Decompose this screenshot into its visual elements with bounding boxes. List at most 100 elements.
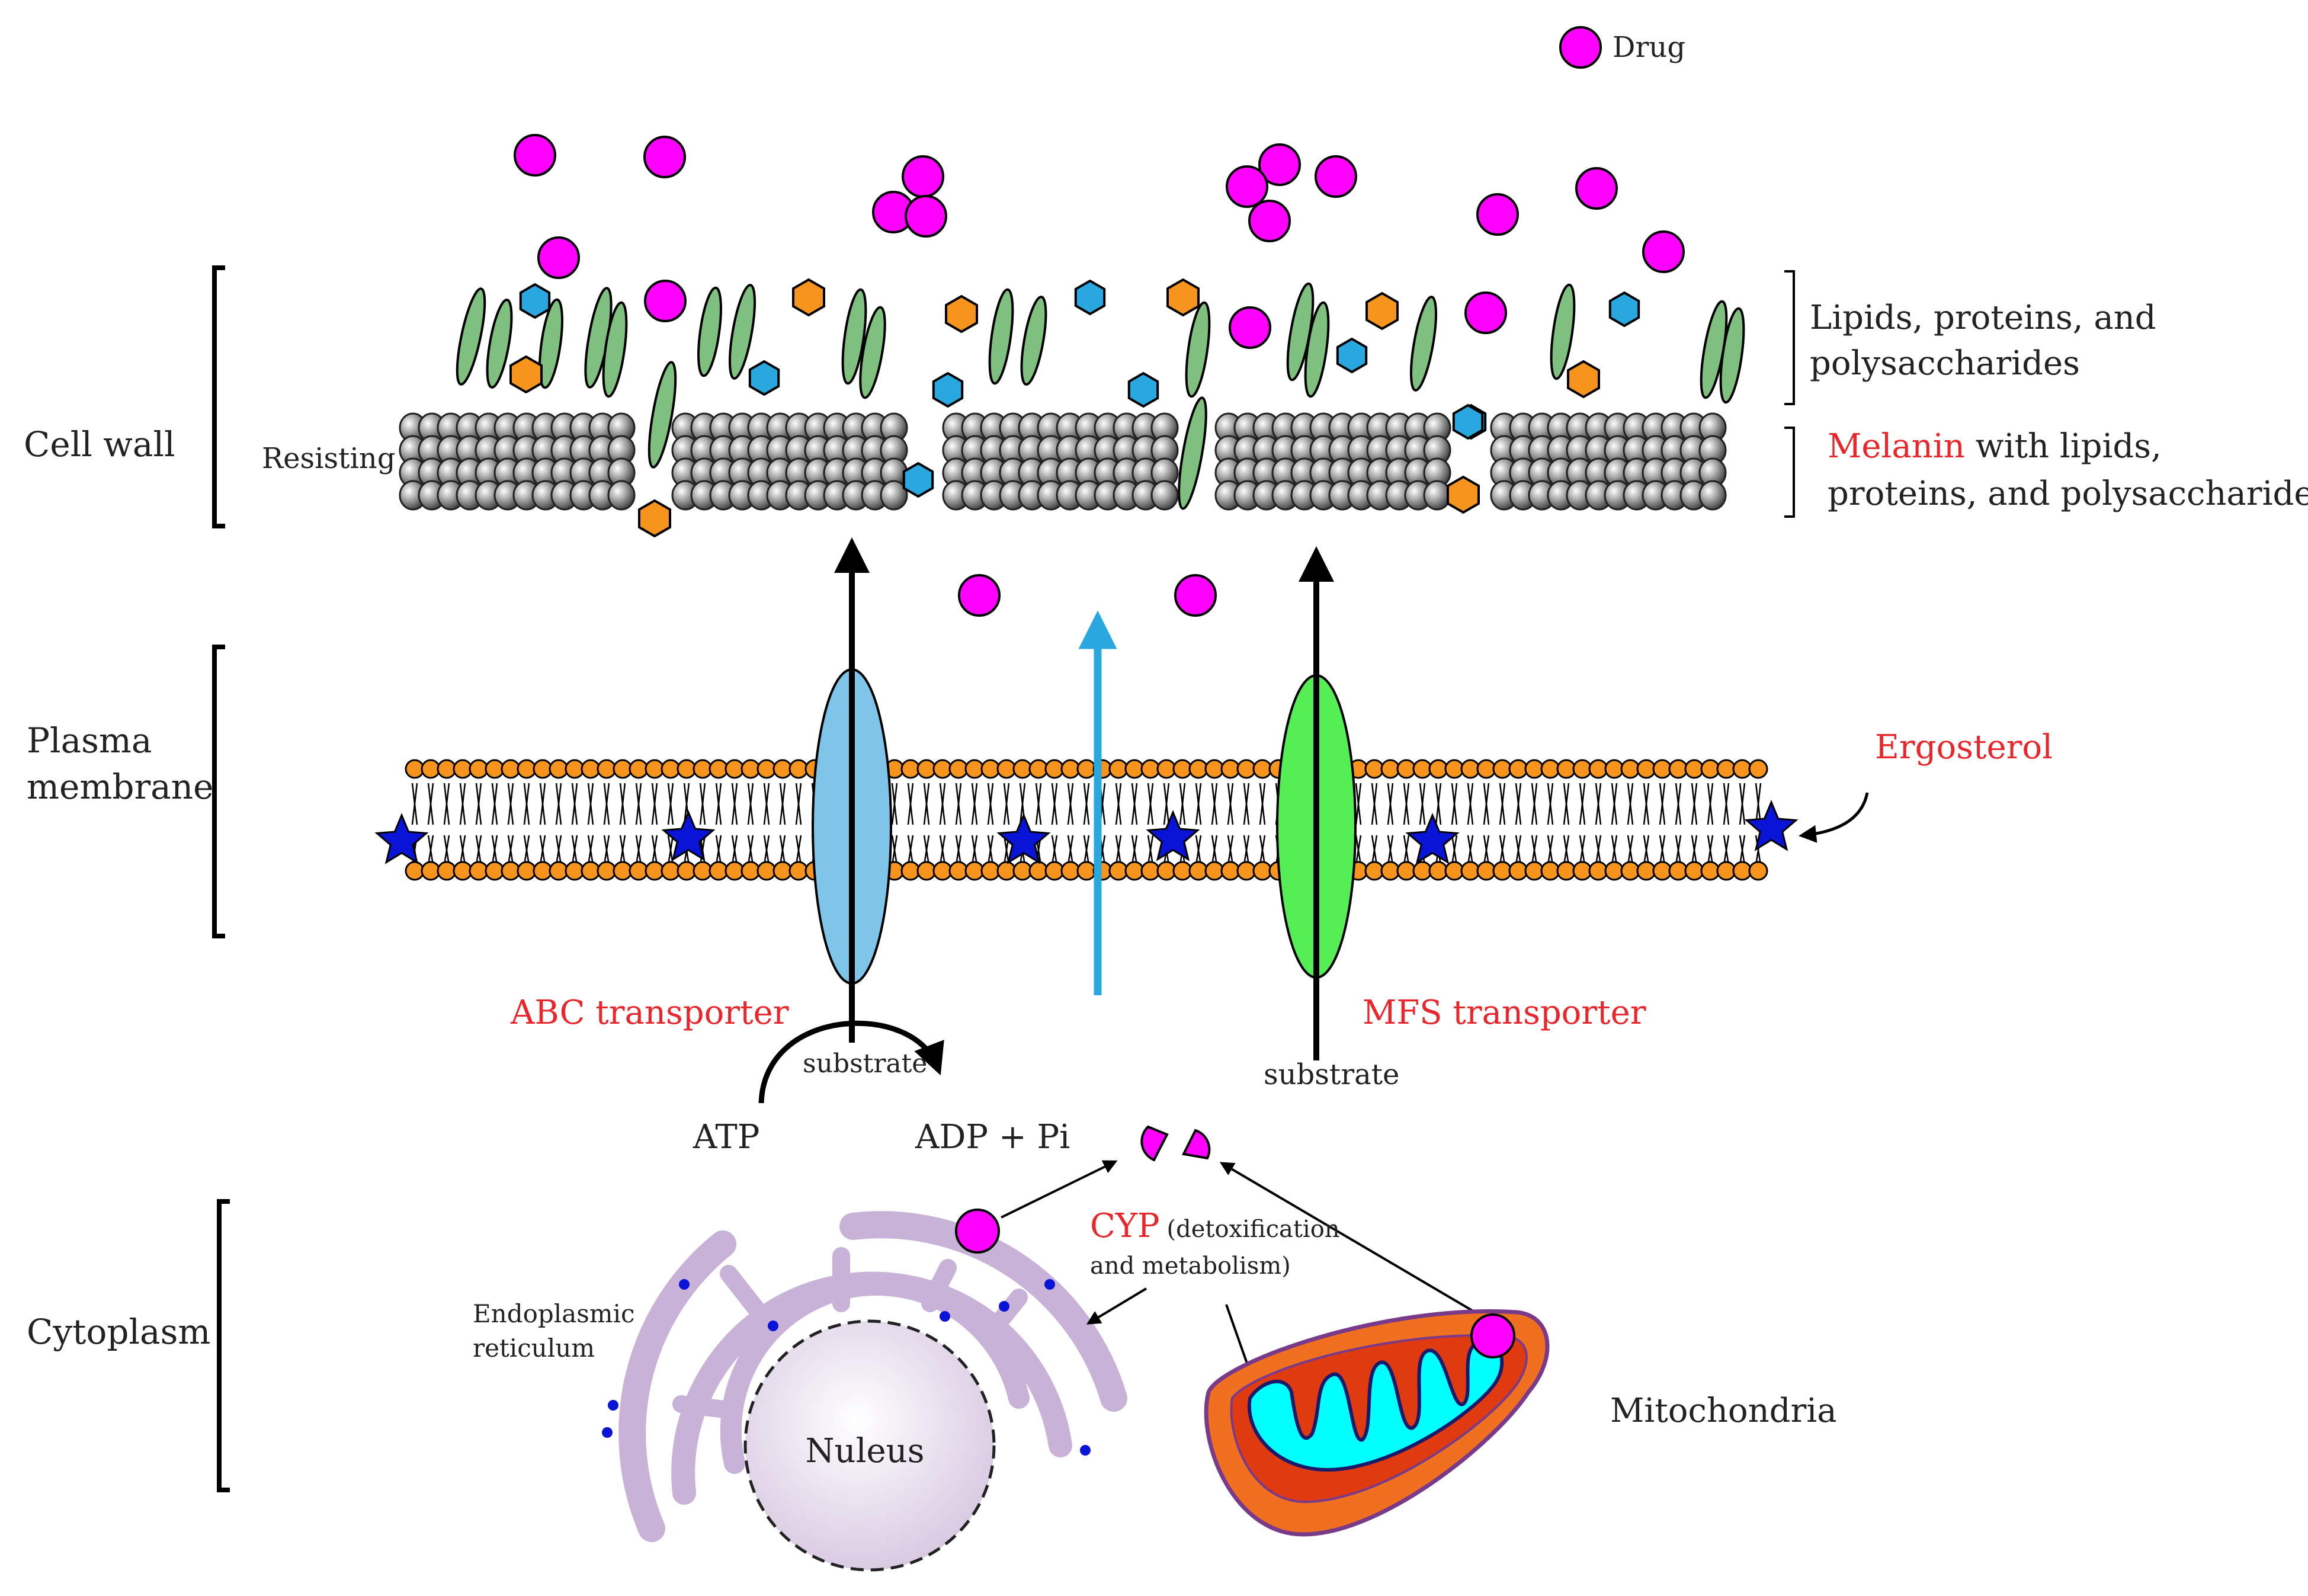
drug-molecule-8 xyxy=(1248,200,1291,242)
lipid-tail xyxy=(1451,835,1458,866)
cyp-to-er-arrow xyxy=(1086,1287,1147,1325)
cyp-word: CYP xyxy=(1090,1207,1160,1245)
lipid-tail xyxy=(891,835,898,866)
melanin-block-2 xyxy=(671,412,908,511)
atp-label: ATP xyxy=(693,1118,759,1156)
blue-wall-protein-10 xyxy=(1452,403,1484,440)
er-connector-1 xyxy=(720,1265,770,1324)
lipid-tail xyxy=(1003,783,1010,825)
lipid-tail xyxy=(1627,835,1634,866)
mfs-substrate-label: substrate xyxy=(1264,1058,1399,1091)
fibril-13 xyxy=(1178,396,1207,510)
outer-layer-label-line2: polysaccharides xyxy=(1810,344,2080,383)
cytoplasm-bracket xyxy=(217,1199,230,1492)
lipid-tail xyxy=(1499,835,1506,866)
lipid-tail xyxy=(1035,783,1042,825)
mitochondrion xyxy=(1204,1309,1550,1537)
lipid-tail xyxy=(1595,783,1602,825)
lipid-tail xyxy=(987,783,994,825)
lipid-tail xyxy=(619,835,626,866)
lipid-tail xyxy=(731,783,738,825)
lipid-tail xyxy=(1051,783,1058,825)
legend-drug-label: Drug xyxy=(1613,31,1685,64)
lipid-tail xyxy=(1355,835,1362,866)
drug-molecule-6 xyxy=(1258,143,1301,186)
lipid-tail xyxy=(667,783,674,825)
lipid-tail xyxy=(1515,835,1522,866)
orange-wall-protein-2 xyxy=(509,355,543,394)
cyp-note-line2: and metabolism) xyxy=(1090,1252,1291,1280)
blue-wall-protein-7 xyxy=(1336,337,1368,374)
lipid-tail xyxy=(683,783,690,825)
lipid-tail xyxy=(1211,783,1218,825)
lipid-tail xyxy=(1531,835,1538,866)
orange-wall-protein-6 xyxy=(1567,360,1600,399)
lipid-tail xyxy=(923,783,930,825)
lipid-tail xyxy=(1419,783,1426,825)
lipid-tail xyxy=(1691,783,1698,825)
lipid-tail xyxy=(779,835,786,866)
lipid-tail xyxy=(1387,783,1394,825)
er-drug-molecule xyxy=(955,1209,1000,1254)
lipid-tail xyxy=(555,783,562,825)
lipid-tail xyxy=(1227,835,1234,866)
ergosterol-star-2 xyxy=(661,810,716,861)
fibril-20 xyxy=(1719,307,1745,404)
lipid-tail xyxy=(1675,783,1682,825)
lipid-tail xyxy=(603,835,610,866)
drug-molecule-1 xyxy=(514,134,556,177)
lipid-bilayer xyxy=(405,759,1768,881)
lipid-tail xyxy=(1243,835,1250,866)
lipid-tail xyxy=(1115,783,1122,825)
ribosome-8 xyxy=(1080,1445,1091,1456)
lipid-tail xyxy=(571,783,578,825)
section-brackets xyxy=(212,265,1795,1492)
melanin-block-4 xyxy=(1214,412,1451,511)
lipid-tail xyxy=(443,835,450,866)
lipid-tail xyxy=(1755,783,1762,825)
blue-wall-protein-5 xyxy=(1127,371,1159,408)
lipid-tail xyxy=(907,835,914,866)
metabolized-drug xyxy=(1140,1125,1211,1162)
lipid-tail xyxy=(1611,783,1618,825)
lipid-tail xyxy=(619,783,626,825)
lipid-tail xyxy=(1723,783,1730,825)
ribosome-1 xyxy=(679,1279,690,1290)
lipid-tail xyxy=(715,783,722,825)
lipid-tail xyxy=(491,783,498,825)
er-label-line2: reticulum xyxy=(473,1334,595,1363)
fibril-2 xyxy=(486,299,513,389)
ribosome-3 xyxy=(940,1311,950,1322)
outer-layer-label-line1: Lipids, proteins, and xyxy=(1810,299,2156,337)
lipid-tail xyxy=(1355,783,1362,825)
lipid-tail xyxy=(1467,783,1474,825)
fibril-17 xyxy=(1409,296,1438,392)
lipid-tail xyxy=(1643,783,1650,825)
lipid-tail xyxy=(491,835,498,866)
lipid-tail xyxy=(1067,783,1074,825)
cell-wall-bracket xyxy=(212,265,225,528)
er-connector-4 xyxy=(986,1289,1028,1336)
lipid-tail xyxy=(939,783,946,825)
lipid-tail xyxy=(987,835,994,866)
lipid-tail xyxy=(1195,783,1202,825)
melanin-rest: with lipids, xyxy=(1965,427,2162,466)
lipid-tail xyxy=(699,835,706,866)
fibril-12 xyxy=(1020,296,1047,386)
ribosome-4 xyxy=(999,1301,1009,1312)
mfs-transporter-label: MFS transporter xyxy=(1363,994,1646,1032)
lipid-tail xyxy=(1371,783,1378,825)
outer-layer-bracket xyxy=(1784,270,1795,405)
lipid-tail xyxy=(1563,783,1570,825)
blue-wall-protein-6 xyxy=(902,462,934,498)
lipid-tail xyxy=(587,835,594,866)
section-label-plasma: Plasma xyxy=(27,720,152,761)
lipid-tail xyxy=(427,835,434,866)
lipid-tail xyxy=(907,783,914,825)
fibril-11 xyxy=(988,288,1014,385)
lipid-tail xyxy=(1659,783,1666,825)
ergosterol-star-6 xyxy=(1744,800,1799,851)
er-top-cisterna xyxy=(839,1211,1127,1412)
lipid-tail xyxy=(1467,835,1474,866)
